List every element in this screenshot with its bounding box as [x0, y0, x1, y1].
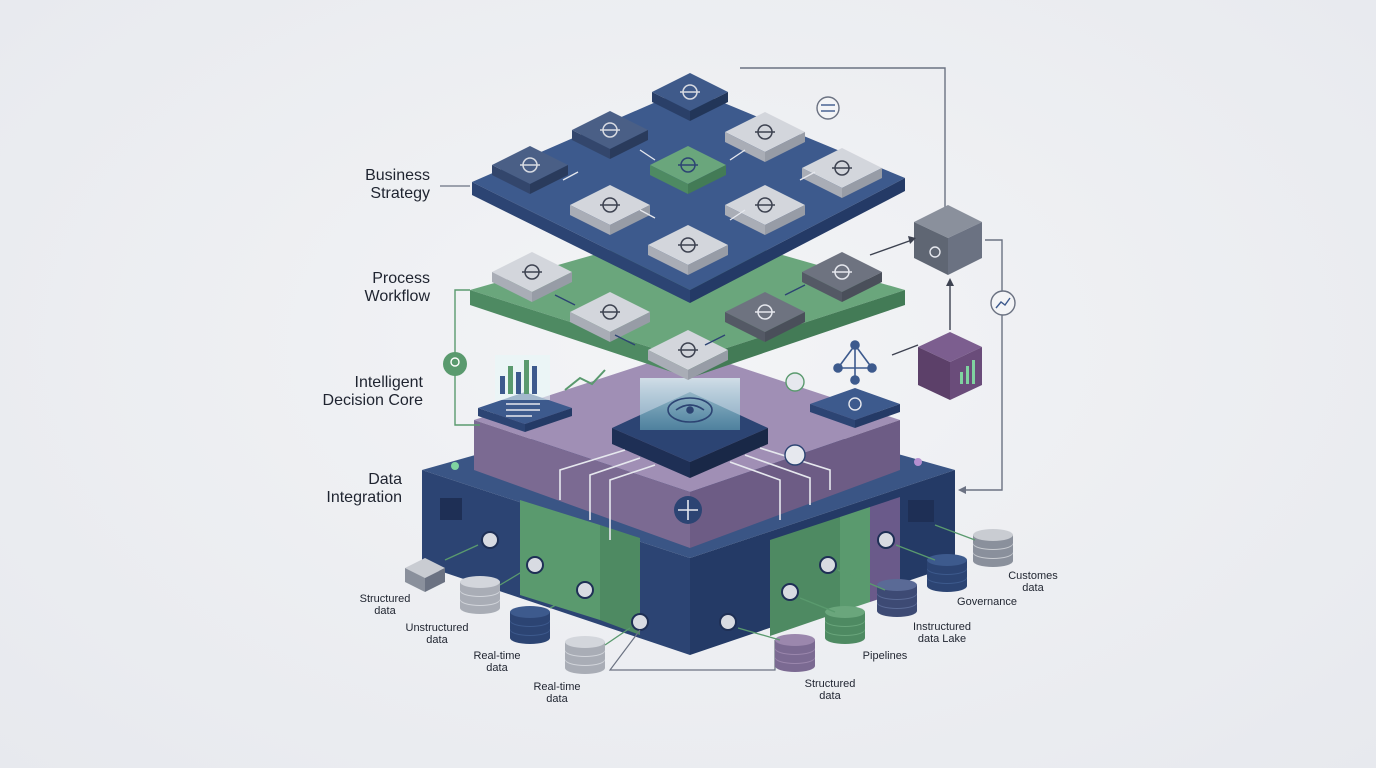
database-icon	[755, 124, 775, 140]
insight-cube	[918, 332, 982, 400]
process-tiles	[492, 252, 882, 380]
source-label-pipelines: Pipelines	[862, 650, 908, 662]
arrows-icon	[600, 122, 620, 138]
business-connectors	[562, 149, 816, 221]
network-icon	[755, 197, 775, 213]
node-icon	[678, 157, 698, 173]
gear-icon	[832, 264, 852, 280]
target-tile	[652, 73, 728, 121]
lightbulb-icon	[443, 352, 467, 376]
base-ports	[481, 531, 895, 631]
business-tiles	[492, 73, 882, 275]
unstructured-stack	[460, 576, 500, 614]
gear-icon	[522, 264, 542, 280]
pipelines-stack	[825, 606, 865, 644]
network-tile	[570, 185, 650, 235]
analytics-cube	[914, 205, 982, 275]
realtime-stack-2	[565, 636, 605, 674]
gauge-icon	[784, 444, 806, 466]
bar-chart-icon	[495, 355, 550, 400]
arrows-tile	[572, 111, 648, 159]
target-icon	[680, 84, 700, 100]
business-strategy-layer	[472, 73, 905, 303]
line-chart-icon	[564, 369, 606, 391]
pyramid-tile	[492, 146, 568, 194]
circuit-traces	[559, 447, 831, 540]
structured-box-icon	[405, 558, 445, 592]
gear-tile	[492, 252, 572, 302]
source-label-governance: Governance	[957, 596, 1017, 608]
flow-tile	[570, 292, 650, 342]
target-mini-icon	[785, 372, 805, 392]
gear-tile	[725, 292, 805, 342]
plug-panel-icon	[908, 500, 934, 522]
network-tile	[810, 388, 900, 428]
governance-stack	[927, 554, 967, 592]
process-connectors	[554, 284, 806, 346]
slider-icon	[678, 342, 698, 358]
feedback-flow	[740, 67, 1016, 494]
pyramid-icon	[520, 157, 540, 173]
customer-stack	[973, 529, 1013, 567]
flow-icon	[600, 304, 620, 320]
bar-chart-icon	[832, 160, 852, 176]
decision-core-layer	[474, 340, 900, 548]
network-icon	[600, 197, 620, 213]
source-connectors	[444, 524, 976, 646]
bar-chart-tile	[802, 148, 882, 198]
slider-tile	[648, 330, 728, 380]
node-tile	[650, 146, 726, 194]
realtime-stack-1	[510, 606, 550, 644]
refresh-tile	[648, 225, 728, 275]
database-icon	[816, 96, 840, 120]
data-source-stacks	[405, 529, 1013, 674]
gear-tile	[802, 252, 882, 302]
brain-icon	[667, 397, 713, 423]
database-tile	[725, 112, 805, 162]
network-tile	[725, 185, 805, 235]
network-3d-icon	[833, 340, 877, 385]
structured-stack	[775, 634, 815, 672]
gear-icon	[755, 304, 775, 320]
data-lake-stack	[877, 579, 917, 617]
refresh-icon	[678, 237, 698, 253]
grid-panel-icon	[440, 498, 462, 520]
